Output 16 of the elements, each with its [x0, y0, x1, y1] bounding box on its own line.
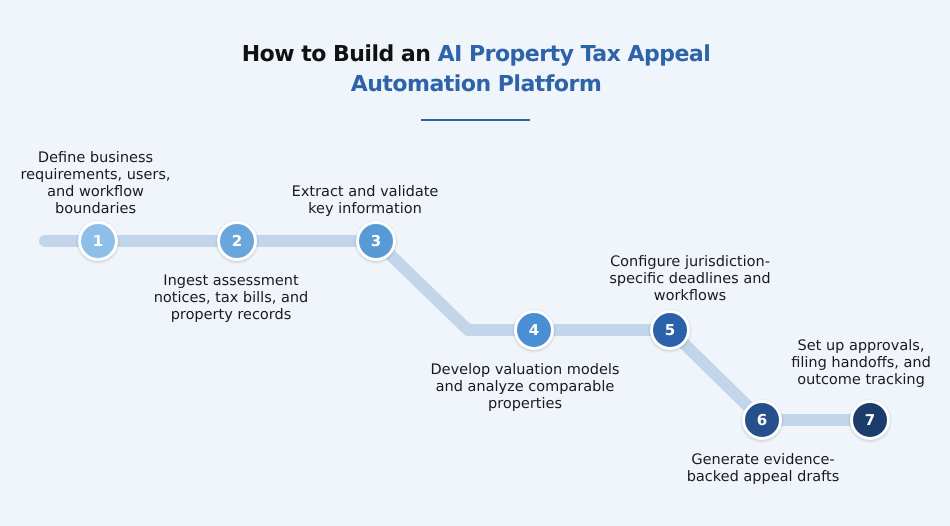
step-circle: 7 — [850, 400, 890, 440]
connector-line — [678, 338, 754, 412]
step-circle: 5 — [650, 310, 690, 350]
step-description: Define business requirements, users, and workflow boundaries — [19, 150, 172, 218]
step-description: Set up approvals, filing handoffs, and outcome tracking — [790, 338, 932, 389]
step-circle: 3 — [356, 221, 396, 261]
step-circle: 4 — [514, 310, 554, 350]
step-description: Ingest assessment notices, tax bills, and property records — [152, 273, 310, 324]
title: How to Build an AI Property Tax Appeal Automation Platform — [240, 41, 712, 99]
step-circle: 6 — [742, 400, 782, 440]
step-description: Generate evidence-backed appeal drafts — [686, 452, 840, 486]
step-description: Extract and validate key information — [290, 184, 440, 218]
step-description: Develop valuation models and analyze comparable properties — [430, 362, 620, 413]
step-circle: 1 — [78, 221, 118, 261]
step-description: Configure jurisdiction-specific deadlines and workflows — [608, 254, 772, 305]
step-circle: 2 — [217, 221, 257, 261]
